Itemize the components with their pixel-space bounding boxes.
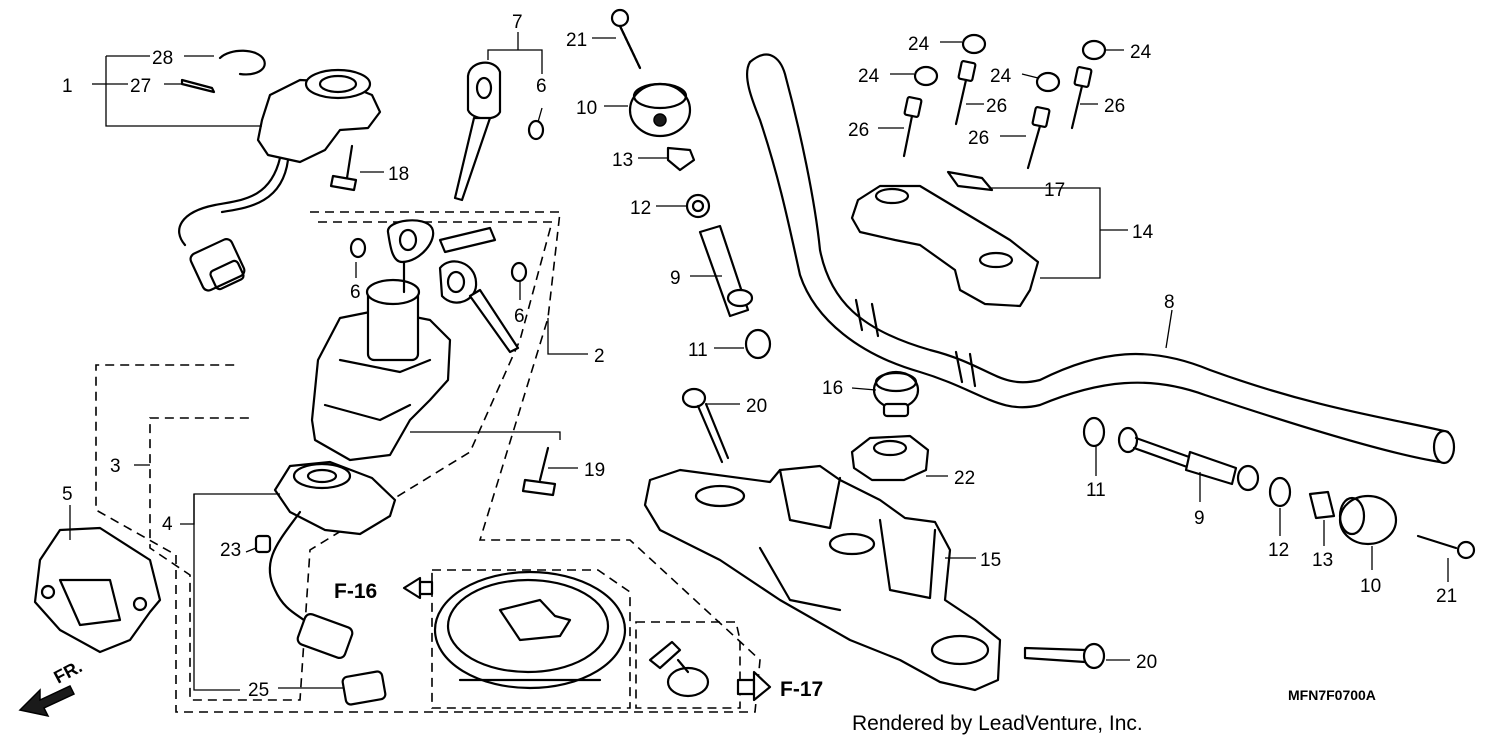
- caps-part-24: [913, 33, 1107, 93]
- callout-12a: 12: [630, 198, 651, 219]
- callout-24a: 24: [908, 34, 930, 55]
- callout-3: 3: [110, 456, 121, 477]
- callout-5: 5: [62, 484, 73, 505]
- callout-4: 4: [162, 514, 173, 535]
- credit-text: Rendered by LeadVenture, Inc.: [852, 712, 1143, 735]
- callout-11b: 11: [1086, 480, 1106, 501]
- callout-19: 19: [584, 460, 605, 481]
- key-part-7: [453, 61, 502, 202]
- callout-9a: 9: [670, 268, 681, 289]
- snap-ring-and-pin: [180, 49, 266, 94]
- bolts-part-26: [902, 60, 1093, 170]
- callout-1: 1: [62, 76, 73, 97]
- callout-21a: 21: [566, 30, 587, 51]
- callout-10b: 10: [1360, 576, 1381, 597]
- callout-23: 23: [220, 540, 241, 561]
- callout-25: 25: [248, 680, 269, 701]
- callout-8: 8: [1164, 292, 1175, 313]
- callout-12b: 12: [1268, 540, 1289, 561]
- reference-f16: F-16: [334, 576, 434, 603]
- bolt-part-20: [681, 387, 1106, 670]
- diagram-code: MFN7F0700A: [1288, 687, 1376, 703]
- fuel-cap: [433, 570, 627, 690]
- callout-26b: 26: [1104, 96, 1125, 117]
- callout-26c: 26: [848, 120, 869, 141]
- callout-11a: 11: [688, 340, 708, 361]
- bar-end-assembly-right: [1082, 416, 1476, 560]
- callout-24d: 24: [1130, 42, 1152, 63]
- bar-end-assembly-left: [610, 8, 772, 360]
- callout-6c: 6: [514, 306, 525, 327]
- callout-13a: 13: [612, 150, 633, 171]
- callout-6a: 6: [536, 76, 547, 97]
- callout-13b: 13: [1312, 550, 1333, 571]
- bracket-part-5: [33, 526, 162, 654]
- callout-16: 16: [822, 378, 843, 399]
- callout-2: 2: [594, 346, 605, 367]
- nut-part-22: [850, 434, 930, 482]
- callout-26d: 26: [968, 128, 989, 149]
- callout-27: 27: [130, 76, 151, 97]
- callout-17: 17: [1044, 180, 1065, 201]
- front-label: FR.: [50, 656, 85, 687]
- callout-10a: 10: [576, 98, 597, 119]
- callout-24c: 24: [990, 66, 1012, 87]
- top-bridge-part-15: [643, 464, 1002, 692]
- callout-15: 15: [980, 550, 1001, 571]
- callout-22: 22: [954, 468, 975, 489]
- callout-7: 7: [512, 12, 523, 33]
- front-direction-arrow: FR.: [18, 656, 85, 718]
- callout-9b: 9: [1194, 508, 1205, 529]
- ref-f17-label: F-17: [780, 678, 823, 701]
- leader-lines: [69, 32, 1449, 691]
- callout-24b: 24: [858, 66, 880, 87]
- ref-f16-label: F-16: [334, 580, 377, 603]
- callout-18: 18: [388, 164, 409, 185]
- reference-f17: F-17: [736, 670, 823, 702]
- screw-part-19: [521, 446, 557, 497]
- key-cylinder: [648, 640, 710, 698]
- callout-26a: 26: [986, 96, 1007, 117]
- callout-20a: 20: [746, 396, 767, 417]
- screw-part-18: [329, 144, 358, 192]
- nut-part-6: [349, 119, 545, 283]
- ignition-cover-part-1: [178, 68, 382, 292]
- handlebar-holder-part-14: [850, 170, 1040, 308]
- handlebar-part-8: [745, 53, 1456, 465]
- switch-part-4: [254, 460, 397, 706]
- cap-part-16: [872, 370, 920, 418]
- callout-6b: 6: [350, 282, 361, 303]
- callout-20b: 20: [1136, 652, 1157, 673]
- callout-21b: 21: [1436, 586, 1457, 607]
- callout-28: 28: [152, 48, 173, 69]
- assembly-outlines: [95, 211, 761, 713]
- callout-14: 14: [1132, 222, 1154, 243]
- callout-numbers: 1 28 27 18 7 6 6 6 2 3 19 4 5 23 25 21 1…: [62, 12, 1457, 701]
- ignition-switch-part-2: [310, 219, 520, 462]
